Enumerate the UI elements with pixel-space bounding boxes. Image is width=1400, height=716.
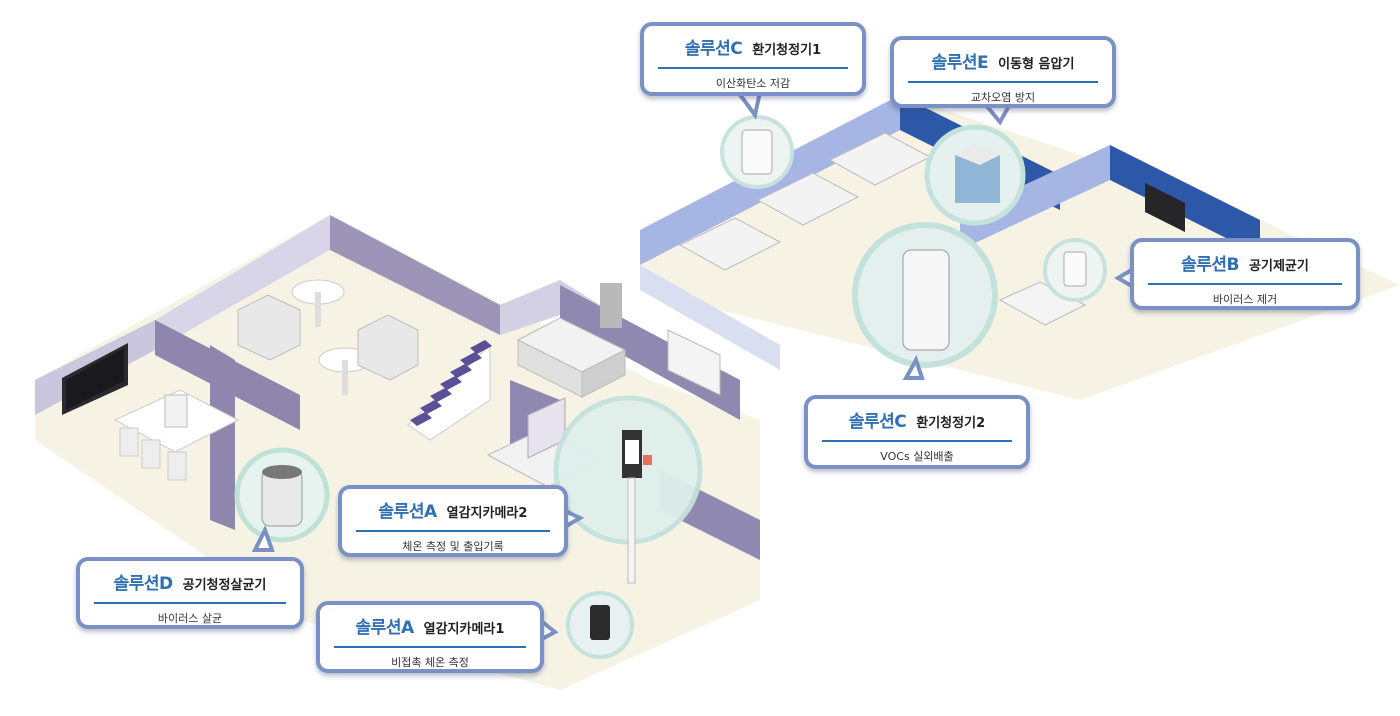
- description: 비접촉 체온 측정: [391, 656, 469, 669]
- description: 교차오염 방지: [970, 91, 1036, 104]
- ventilation-purifier-2-device: [852, 222, 998, 368]
- device-label: 공기청정살균기: [182, 578, 267, 593]
- description: 체온 측정 및 출입기록: [402, 540, 504, 553]
- callout-solution-e: 솔루션E 이동형 음압기 교차오염 방지: [890, 36, 1116, 108]
- description: 바이러스 제거: [1212, 293, 1278, 306]
- description: 이산화탄소 저감: [715, 77, 791, 90]
- lounge-furniture: [237, 279, 419, 395]
- divider: [908, 81, 1098, 83]
- solution-label: 솔루션C: [684, 39, 743, 59]
- negative-pressure-device: [924, 124, 1026, 226]
- solution-label: 솔루션E: [931, 53, 989, 73]
- solution-label: 솔루션B: [1181, 255, 1240, 275]
- divider: [1148, 283, 1342, 285]
- device-label: 이동형 음압기: [998, 57, 1075, 72]
- device-label: 열감지카메라1: [423, 622, 505, 637]
- callout-solution-d: 솔루션D 공기청정살균기 바이러스 살균: [76, 557, 304, 629]
- description: 바이러스 살균: [157, 612, 223, 625]
- dining-table: [113, 389, 240, 481]
- air-disinfector-device: [1043, 238, 1107, 302]
- device-label: 공기제균기: [1249, 259, 1309, 274]
- staircase: [407, 340, 492, 441]
- device-label: 환기청정기2: [916, 416, 986, 431]
- right-building: [640, 95, 1400, 400]
- divider: [94, 602, 286, 604]
- device-label: 환기청정기1: [752, 43, 822, 58]
- air-purifier-sterilizer-device: [234, 447, 330, 543]
- callout-solution-b: 솔루션B 공기제균기 바이러스 제거: [1130, 238, 1360, 310]
- divider: [658, 67, 848, 69]
- callout-solution-c2: 솔루션C 환기청정기2 VOCs 실외배출: [804, 395, 1030, 469]
- solution-label: 솔루션A: [378, 502, 438, 522]
- solution-label: 솔루션A: [355, 618, 415, 638]
- solution-label: 솔루션C: [848, 412, 907, 432]
- tv: [62, 343, 128, 415]
- kitchen-counter: [516, 283, 721, 398]
- divider: [356, 530, 550, 532]
- left-building: [35, 215, 760, 690]
- solution-label: 솔루션D: [113, 574, 174, 594]
- thermal-camera-2-device: [553, 395, 703, 584]
- device-label: 열감지카메라2: [446, 506, 528, 521]
- callout-solution-a2: 솔루션A 열감지카메라2 체온 측정 및 출입기록: [338, 485, 568, 557]
- divider: [334, 646, 526, 648]
- callout-solution-a1: 솔루션A 열감지카메라1 비접촉 체온 측정: [316, 601, 544, 673]
- divider: [822, 440, 1012, 442]
- thermal-camera-1-device: [566, 591, 634, 659]
- description: VOCs 실외배출: [880, 450, 954, 463]
- ventilation-purifier-1-device: [720, 115, 794, 189]
- callout-solution-c1: 솔루션C 환기청정기1 이산화탄소 저감: [640, 22, 866, 96]
